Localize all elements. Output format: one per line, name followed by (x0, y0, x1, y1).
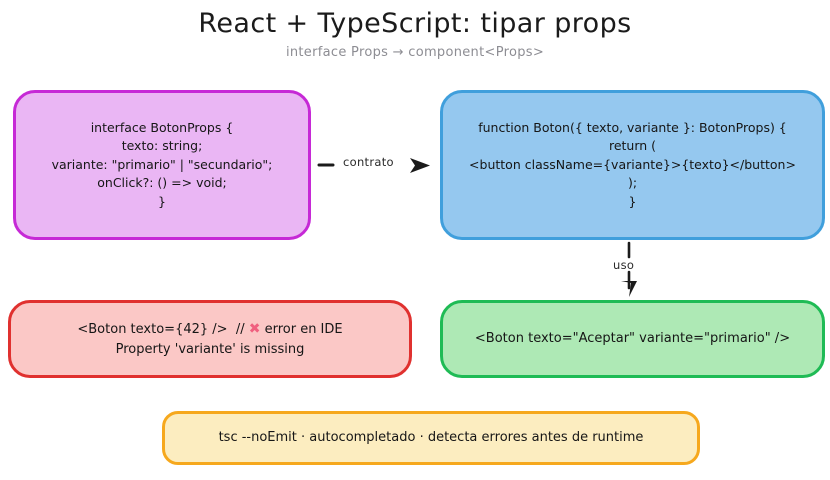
error-cross-icon: ✖ (248, 321, 261, 338)
error-code-note: error en IDE (260, 322, 343, 338)
connector-contrato-arrowhead (410, 158, 430, 173)
error-usage-code: <Boton texto={42} /> // ✖ error en IDE P… (11, 319, 409, 359)
component-function-code: function Boton({ texto, variante }: Boto… (443, 119, 822, 212)
code-line: function Boton({ texto, variante }: Boto… (478, 119, 787, 135)
code-line: } (158, 193, 166, 209)
code-line: texto: string; (121, 138, 203, 154)
code-line: ); (627, 175, 638, 191)
tooling-note-box: tsc --noEmit · autocompletado · detecta … (162, 411, 700, 465)
page-subtitle: interface Props → component<Props> (285, 45, 545, 60)
connector-label-uso: uso (613, 258, 635, 272)
connector-label-contrato: contrato (343, 155, 394, 169)
code-line-error: <Boton texto={42} /> // ✖ error en IDE (23, 319, 397, 340)
code-line: Property 'variante' is missing (115, 341, 305, 357)
error-code-text: <Boton texto={42} /> // (77, 322, 249, 338)
code-line: } (628, 193, 637, 209)
valid-usage-box: <Boton texto="Aceptar" variante="primari… (440, 300, 825, 378)
component-function-box: function Boton({ texto, variante }: Boto… (440, 90, 825, 240)
tooling-note-text: tsc --noEmit · autocompletado · detecta … (165, 428, 697, 447)
valid-usage-code: <Boton texto="Aceptar" variante="primari… (443, 329, 822, 348)
interface-props-box: interface BotonProps { texto: string; va… (13, 90, 311, 240)
connector-uso-arrowhead (621, 281, 637, 297)
code-line: <button className={variante}>{texto}</bu… (469, 156, 796, 172)
code-line: interface BotonProps { (90, 119, 234, 135)
code-line: return ( (608, 138, 657, 154)
error-usage-box: <Boton texto={42} /> // ✖ error en IDE P… (8, 300, 412, 378)
code-line: onClick?: () => void; (97, 175, 227, 191)
code-line: <Boton texto="Aceptar" variante="primari… (474, 331, 791, 347)
code-line: variante: "primario" | "secundario"; (51, 156, 273, 172)
interface-props-code: interface BotonProps { texto: string; va… (16, 119, 308, 212)
page-title: React + TypeScript: tipar props (198, 8, 632, 39)
note-line: tsc --noEmit · autocompletado · detecta … (218, 430, 644, 446)
